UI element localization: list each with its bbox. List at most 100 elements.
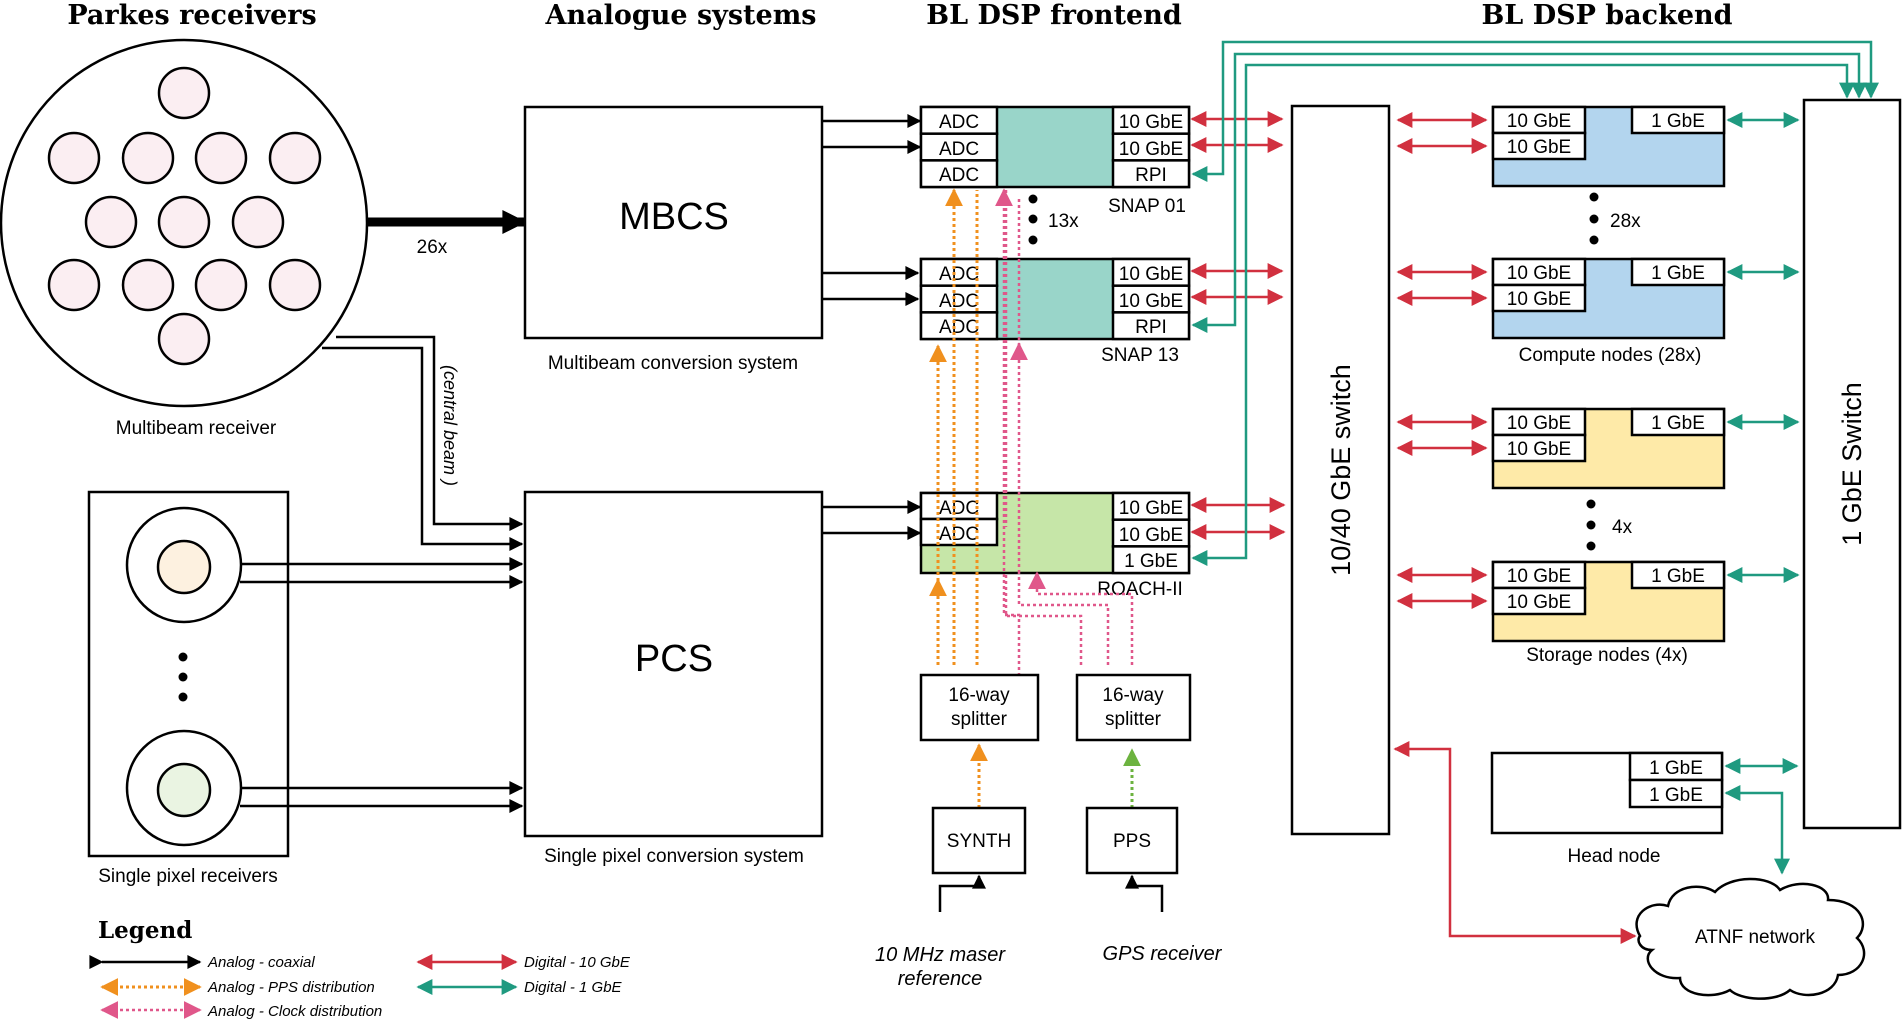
port-rpi: RPI bbox=[1135, 317, 1167, 338]
beam-feeds bbox=[47, 66, 322, 366]
beam-feed bbox=[157, 195, 211, 249]
clock-splitter-line1: 16-way bbox=[948, 685, 1010, 706]
multibeam-receiver-label: Multibeam receiver bbox=[116, 418, 277, 439]
beam-feed bbox=[121, 258, 175, 312]
port-rpi: RPI bbox=[1135, 165, 1167, 186]
header-backend: BL DSP backend bbox=[1481, 0, 1732, 31]
pps-box bbox=[1085, 806, 1179, 875]
single-pixel-feed-1 bbox=[156, 539, 212, 595]
adc-input: ADC bbox=[939, 264, 979, 285]
multibeam-receiver bbox=[0, 38, 369, 408]
single-pixel-label: Single pixel receivers bbox=[98, 866, 278, 887]
port-10gbe: 10 GbE bbox=[1507, 413, 1571, 434]
pcs-label: PCS bbox=[635, 638, 713, 680]
maser-line2: reference bbox=[898, 968, 983, 990]
port-10gbe: 10 GbE bbox=[1119, 139, 1183, 160]
legend-item: Analog - coaxial bbox=[207, 954, 315, 971]
central-beam-line-1 bbox=[336, 335, 524, 531]
pps-label: PPS bbox=[1113, 831, 1151, 852]
legend-item: Analog - PPS distribution bbox=[207, 979, 375, 996]
pps-splitter bbox=[1075, 673, 1192, 742]
backend-node: 10 GbE 10 GbE 1 GbE bbox=[1396, 105, 1800, 188]
port-10gbe: 10 GbE bbox=[1119, 112, 1183, 133]
adc-input: ADC bbox=[939, 291, 979, 312]
backend-node: 10 GbE 10 GbE 1 GbE bbox=[1396, 407, 1800, 490]
port-10gbe: 10 GbE bbox=[1119, 525, 1183, 546]
port-1gbe: 1 GbE bbox=[1651, 566, 1705, 587]
mbcs-caption: Multibeam conversion system bbox=[548, 353, 798, 374]
port-1gbe: 1 GbE bbox=[1124, 551, 1178, 572]
port-10gbe: 10 GbE bbox=[1119, 291, 1183, 312]
mbcs-label: MBCS bbox=[619, 196, 729, 238]
clock-splitter-line2: splitter bbox=[951, 709, 1008, 730]
adc-input: ADC bbox=[939, 317, 979, 338]
compute-count: 28x bbox=[1610, 211, 1641, 232]
beam-feed bbox=[194, 258, 248, 312]
head-node: 1 GbE 1 GbE bbox=[1490, 751, 1724, 835]
port-10gbe: 10 GbE bbox=[1119, 498, 1183, 519]
port-1gbe: 1 GbE bbox=[1651, 263, 1705, 284]
port-1gbe: 1 GbE bbox=[1649, 785, 1703, 806]
header-analogue: Analogue systems bbox=[545, 0, 817, 31]
port-1gbe: 1 GbE bbox=[1651, 413, 1705, 434]
bundle-count-label: 26x bbox=[417, 237, 448, 258]
head-node-caption: Head node bbox=[1568, 846, 1661, 867]
legend-item: Digital - 1 GbE bbox=[524, 979, 623, 996]
atnf-network-cloud bbox=[1635, 877, 1866, 1000]
legend: Legend Analog - coaxial Analog - PPS dis… bbox=[89, 917, 631, 1020]
storage-count: 4x bbox=[1612, 517, 1633, 538]
backend-node: 10 GbE 10 GbE 1 GbE bbox=[1396, 560, 1800, 643]
atnf-network-label: ATNF network bbox=[1695, 927, 1816, 948]
port-10gbe: 10 GbE bbox=[1507, 439, 1571, 460]
beam-feed bbox=[47, 258, 101, 312]
maser-line1: 10 MHz maser bbox=[875, 944, 1006, 966]
beam-feed bbox=[84, 195, 138, 249]
storage-caption: Storage nodes (4x) bbox=[1526, 645, 1688, 666]
adc-input: ADC bbox=[939, 498, 979, 519]
adc-input: ADC bbox=[939, 139, 979, 160]
clock-splitter bbox=[919, 673, 1040, 742]
beam-feed bbox=[231, 195, 285, 249]
legend-title: Legend bbox=[98, 917, 192, 944]
beam-feed bbox=[194, 131, 248, 185]
beam-feed bbox=[157, 66, 211, 120]
port-1gbe: 1 GbE bbox=[1649, 758, 1703, 779]
central-beam-label: (central beam ) bbox=[440, 365, 460, 486]
single-pixel-receivers bbox=[87, 490, 290, 858]
mbcs-box bbox=[523, 105, 824, 340]
pcs-box bbox=[523, 490, 824, 838]
pps-splitter-line1: 16-way bbox=[1102, 685, 1164, 706]
port-1gbe: 1 GbE bbox=[1651, 111, 1705, 132]
port-10gbe: 10 GbE bbox=[1507, 592, 1571, 613]
snap13-board: ADC ADC ADC 10 GbE 10 GbE RPI bbox=[919, 257, 1191, 341]
legend-item: Digital - 10 GbE bbox=[524, 954, 631, 971]
gps-label: GPS receiver bbox=[1103, 943, 1223, 965]
beam-feed bbox=[268, 131, 322, 185]
adc-input: ADC bbox=[939, 112, 979, 133]
snap01-board: ADC ADC ADC 10 GbE 10 GbE RPI bbox=[919, 105, 1191, 189]
port-10gbe: 10 GbE bbox=[1507, 137, 1571, 158]
port-10gbe: 10 GbE bbox=[1119, 264, 1183, 285]
single-pixel-feed-2 bbox=[156, 762, 212, 818]
beam-feed bbox=[157, 312, 211, 366]
snap01-label: SNAP 01 bbox=[1108, 196, 1186, 217]
legend-item: Analog - Clock distribution bbox=[207, 1003, 382, 1020]
header-frontend: BL DSP frontend bbox=[926, 0, 1182, 31]
port-10gbe: 10 GbE bbox=[1507, 111, 1571, 132]
port-10gbe: 10 GbE bbox=[1507, 566, 1571, 587]
header-receivers: Parkes receivers bbox=[67, 0, 316, 31]
switch-10-40-label: 10/40 GbE switch bbox=[1326, 364, 1356, 576]
beam-feed bbox=[121, 131, 175, 185]
roach-label: ROACH-II bbox=[1097, 579, 1183, 600]
pcs-caption: Single pixel conversion system bbox=[544, 846, 804, 867]
synth-box bbox=[931, 806, 1027, 875]
management-1gbe-links bbox=[1191, 40, 1879, 566]
adc-input: ADC bbox=[939, 165, 979, 186]
beam-feed bbox=[268, 258, 322, 312]
synth-label: SYNTH bbox=[947, 831, 1011, 852]
port-10gbe: 10 GbE bbox=[1507, 289, 1571, 310]
central-beam-line-2 bbox=[322, 346, 524, 551]
snap13-label: SNAP 13 bbox=[1101, 345, 1179, 366]
